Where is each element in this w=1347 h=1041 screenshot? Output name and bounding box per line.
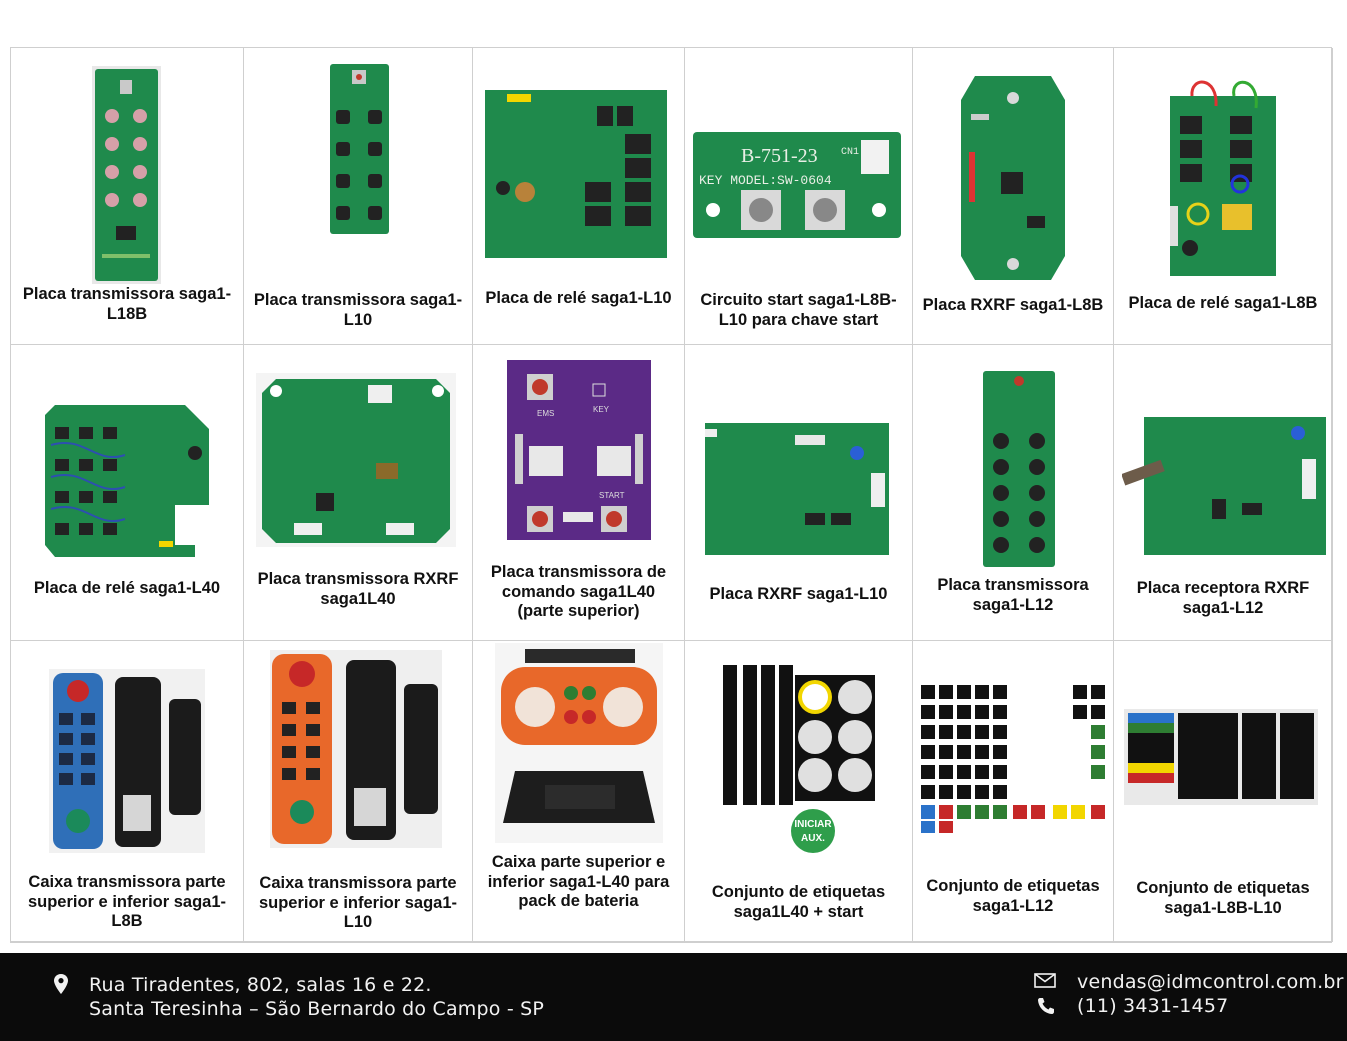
product-cell: Placa transmissora saga1-L12 bbox=[913, 345, 1114, 641]
label-text: INICIAR bbox=[794, 819, 832, 830]
pcb-transmitter-l10-image bbox=[330, 64, 389, 234]
product-cell: Placa transmissora RXRF saga1L40 bbox=[244, 345, 473, 641]
product-caption: Placa RXRF saga1-L10 bbox=[709, 585, 888, 603]
product-caption: Placa transmissora RXRF saga1L40 bbox=[257, 570, 459, 608]
pcb-label-text: B-751-23 bbox=[741, 145, 818, 167]
pcb-relay-l10-image bbox=[485, 78, 667, 263]
product-cell: Caixa parte superior e inferior saga1-L4… bbox=[473, 641, 685, 942]
product-cell: B-751-23 KEY MODEL:SW-0604 CN1 Circuito … bbox=[685, 48, 913, 345]
product-cell: Placa de relé saga1-L40 bbox=[11, 345, 244, 641]
product-cell: Placa RXRF saga1-L8B bbox=[913, 48, 1114, 345]
product-cell: INICIAR AUX. Conjunto de etiquetas saga1… bbox=[685, 641, 913, 942]
product-cell: EMS KEY START Placa transmissora de coma… bbox=[473, 345, 685, 641]
product-caption: Placa de relé saga1-L8B bbox=[1128, 294, 1318, 312]
labels-l12-image bbox=[919, 683, 1107, 835]
case-l40-battery-image bbox=[495, 643, 663, 843]
case-blue-l8b-image bbox=[49, 669, 205, 853]
email-link[interactable]: vendas@idmcontrol.com.br bbox=[1077, 971, 1344, 993]
pcb-purple-l40-image: EMS KEY START bbox=[507, 360, 651, 540]
footer-bar: Rua Tiradentes, 802, salas 16 e 22. Sant… bbox=[0, 953, 1347, 1041]
product-caption: Caixa parte superior e inferior saga1-L4… bbox=[487, 853, 670, 910]
pcb-receiver-l12-image bbox=[1122, 407, 1326, 555]
product-caption: Conjunto de etiquetas saga1-L12 bbox=[926, 877, 1100, 915]
pcb-label-text: KEY bbox=[593, 405, 610, 414]
product-cell: Placa de relé saga1-L8B bbox=[1114, 48, 1333, 345]
envelope-icon bbox=[1034, 973, 1056, 988]
location-pin-icon bbox=[54, 974, 68, 994]
pcb-relay-l8b-image bbox=[1170, 76, 1276, 294]
pcb-label-text: EMS bbox=[537, 409, 554, 418]
address-line: Rua Tiradentes, 802, salas 16 e 22. bbox=[89, 974, 432, 996]
product-cell: Placa transmissora saga1-L18B bbox=[11, 48, 244, 345]
product-caption: Placa transmissora saga1-L12 bbox=[937, 576, 1089, 614]
label-text: AUX. bbox=[801, 833, 825, 844]
product-cell: Placa receptora RXRF saga1-L12 bbox=[1114, 345, 1333, 641]
product-caption: Placa transmissora saga1-L18B bbox=[22, 285, 232, 323]
pcb-label-text: START bbox=[599, 491, 625, 500]
pcb-transmitter-l12-image bbox=[983, 371, 1055, 567]
product-cell: Placa transmissora saga1-L10 bbox=[244, 48, 473, 345]
pcb-start-circuit-image: B-751-23 KEY MODEL:SW-0604 CN1 bbox=[693, 132, 901, 238]
labels-l8b-l10-image bbox=[1124, 709, 1318, 805]
product-caption: Caixa transmissora parte superior e infe… bbox=[258, 874, 458, 931]
product-cell: Placa de relé saga1-L10 bbox=[473, 48, 685, 345]
product-caption: Circuito start saga1-L8B-L10 para chave … bbox=[700, 291, 897, 329]
product-caption: Conjunto de etiquetas saga1L40 + start bbox=[711, 883, 886, 921]
labels-l40-image: INICIAR AUX. bbox=[721, 663, 877, 853]
pcb-relay-l40-image bbox=[45, 405, 209, 557]
product-caption: Placa transmissora saga1-L10 bbox=[253, 291, 463, 329]
product-caption: Placa de relé saga1-L10 bbox=[485, 289, 672, 307]
product-cell: Placa RXRF saga1-L10 bbox=[685, 345, 913, 641]
product-cell: Conjunto de etiquetas saga1-L12 bbox=[913, 641, 1114, 942]
product-caption: Conjunto de etiquetas saga1-L8B-L10 bbox=[1136, 879, 1310, 917]
address-block: Rua Tiradentes, 802, salas 16 e 22. Sant… bbox=[89, 973, 544, 1021]
product-cell: Caixa transmissora parte superior e infe… bbox=[11, 641, 244, 942]
pcb-rxrf-l8b-image bbox=[961, 76, 1065, 280]
pcb-transmitter-rxrf-l40-image bbox=[256, 373, 456, 547]
product-cell: Caixa transmissora parte superior e infe… bbox=[244, 641, 473, 942]
pcb-label-text: CN1 bbox=[841, 147, 859, 158]
product-caption: Placa receptora RXRF saga1-L12 bbox=[1136, 579, 1310, 617]
address-line: Santa Teresinha – São Bernardo do Campo … bbox=[89, 998, 545, 1020]
product-caption: Placa de relé saga1-L40 bbox=[33, 579, 221, 597]
product-cell: Conjunto de etiquetas saga1-L8B-L10 bbox=[1114, 641, 1333, 942]
product-caption: Placa transmissora de comando saga1L40 (… bbox=[490, 563, 667, 620]
pcb-label-text: KEY MODEL:SW-0604 bbox=[699, 173, 832, 188]
case-orange-l10-image bbox=[270, 650, 442, 848]
phone-number[interactable]: (11) 3431-1457 bbox=[1077, 995, 1229, 1017]
product-grid: Placa transmissora saga1-L18B Placa tran… bbox=[10, 47, 1333, 943]
pcb-transmitter-l18b-image bbox=[92, 66, 161, 284]
contact-block: vendas@idmcontrol.com.br (11) 3431-1457 bbox=[1077, 970, 1344, 1018]
pcb-rxrf-l10-image bbox=[705, 423, 889, 555]
product-caption: Placa RXRF saga1-L8B bbox=[922, 296, 1104, 314]
phone-icon bbox=[1038, 998, 1054, 1014]
product-caption: Caixa transmissora parte superior e infe… bbox=[27, 873, 227, 930]
